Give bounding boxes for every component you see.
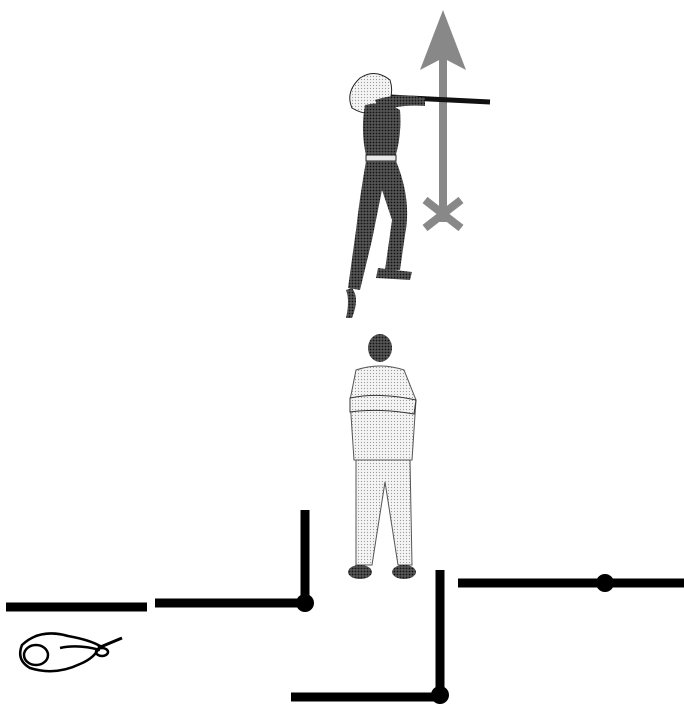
black-line-segments	[6, 510, 684, 697]
line-segment-step-bottom	[291, 570, 440, 697]
line-segment-step-left	[155, 510, 305, 603]
joint-dot	[431, 686, 449, 704]
vertical-double-arrow-icon	[420, 10, 466, 228]
shooter-topview-icon	[20, 633, 122, 671]
standing-referee-figure	[348, 334, 416, 579]
joint-dot	[296, 594, 314, 612]
standing-shooter-figure	[346, 73, 490, 318]
joint-dot	[596, 574, 614, 592]
joint-dots	[296, 574, 614, 704]
